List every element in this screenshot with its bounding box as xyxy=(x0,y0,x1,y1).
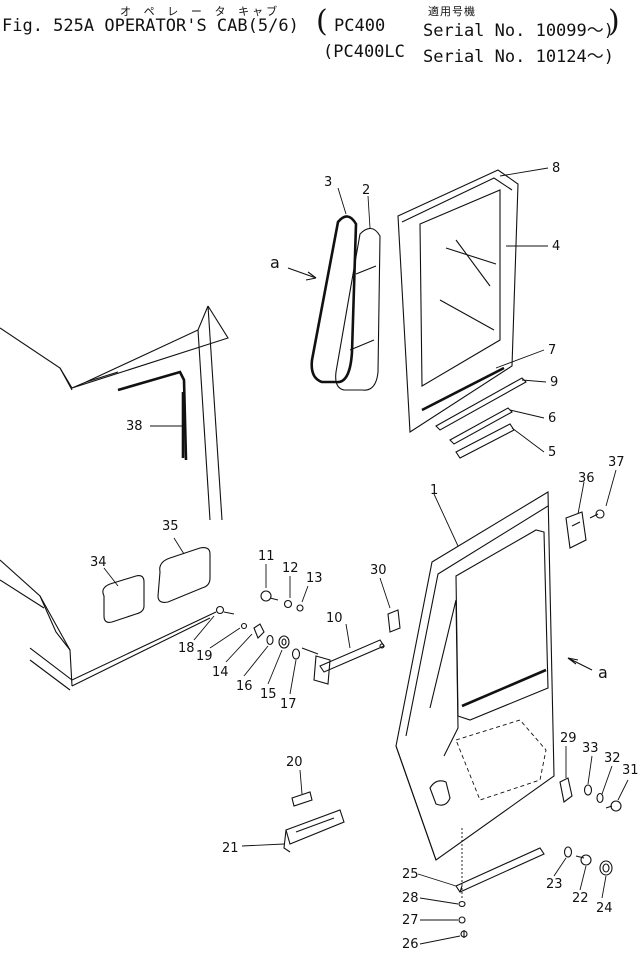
cab-pad-35 xyxy=(157,547,211,603)
callout-18: 18 xyxy=(178,641,195,656)
striker-29 xyxy=(559,777,573,803)
washer-27 xyxy=(458,916,466,924)
rod-assy-10 xyxy=(301,639,385,685)
callout-31: 31 xyxy=(622,763,639,778)
applicable-models-label: 適用号機 xyxy=(428,5,476,18)
window-glass-4 xyxy=(419,189,501,387)
callout-35: 35 xyxy=(162,519,179,534)
model-pc400: PC400 xyxy=(334,16,386,36)
quarter-window-glass-2 xyxy=(335,227,381,391)
callout-27: 27 xyxy=(402,913,419,928)
washer-12 xyxy=(283,599,293,609)
bracket-21 xyxy=(283,809,345,853)
callout-5: 5 xyxy=(548,445,556,460)
bolt-31 xyxy=(605,800,622,812)
view-arrow-a-left xyxy=(287,267,317,281)
view-arrow-a-right xyxy=(567,657,593,671)
callout-4: 4 xyxy=(552,239,560,254)
callout-16: 16 xyxy=(236,679,253,694)
cab-body xyxy=(0,305,229,691)
bracket-close: ) xyxy=(608,4,620,39)
callout-30: 30 xyxy=(370,563,387,578)
callout-13: 13 xyxy=(306,571,323,586)
callout-7: 7 xyxy=(548,343,556,358)
callout-22: 22 xyxy=(572,891,589,906)
figure-title: Fig. 525A OPERATOR'S CAB(5/6) xyxy=(2,16,299,36)
callout-2: 2 xyxy=(362,183,370,198)
cab-strip-38 xyxy=(117,370,188,461)
bolt-18 xyxy=(215,605,235,615)
callout-15: 15 xyxy=(260,687,277,702)
window-seal-8 xyxy=(397,169,519,433)
cap-24 xyxy=(599,860,613,876)
callout-37: 37 xyxy=(608,455,625,470)
callout-23: 23 xyxy=(546,877,563,892)
bolt-37 xyxy=(589,509,605,519)
strip-6 xyxy=(449,407,513,445)
washer-28 xyxy=(458,900,466,908)
plate-30 xyxy=(387,609,401,633)
callout-9: 9 xyxy=(550,375,558,390)
washer-16 xyxy=(266,634,274,646)
callout-34: 34 xyxy=(90,555,107,570)
model-pc400lc: (PC400LC xyxy=(323,42,405,62)
callout-32: 32 xyxy=(604,751,621,766)
callout-25: 25 xyxy=(402,867,419,882)
screw-26 xyxy=(460,930,468,938)
callout-10: 10 xyxy=(326,611,343,626)
callout-33: 33 xyxy=(582,741,599,756)
serial-pc400: Serial No. 10099～) xyxy=(423,21,614,41)
callout-11: 11 xyxy=(258,549,275,564)
callout-19: 19 xyxy=(196,649,213,664)
view-label-a-left: a xyxy=(270,253,280,272)
stop-25 xyxy=(455,847,545,893)
bracket-open: ( xyxy=(316,4,328,39)
serial-pc400lc: Serial No. 10124～) xyxy=(423,47,614,67)
view-label-a-right: a xyxy=(598,663,608,682)
title-katakana: オ ペ レ ー タ キャブ xyxy=(120,5,281,18)
callout-14: 14 xyxy=(212,665,229,680)
callout-26: 26 xyxy=(402,937,419,952)
pad-20 xyxy=(291,791,313,807)
washer-19 xyxy=(240,622,248,630)
washer-17 xyxy=(291,648,301,660)
washer-33 xyxy=(583,784,593,796)
callout-3: 3 xyxy=(324,175,332,190)
cab-pad-34 xyxy=(102,575,145,623)
callout-36: 36 xyxy=(578,471,595,486)
nut-15 xyxy=(278,635,290,649)
bolt-11 xyxy=(260,590,279,602)
callout-12: 12 xyxy=(282,561,299,576)
washer-23 xyxy=(563,846,573,858)
callout-28: 28 xyxy=(402,891,419,906)
callout-21: 21 xyxy=(222,841,239,856)
callout-29: 29 xyxy=(560,731,577,746)
callout-17: 17 xyxy=(280,697,297,712)
washer-13 xyxy=(296,604,304,612)
callout-24: 24 xyxy=(596,901,613,916)
callout-20: 20 xyxy=(286,755,303,770)
leader-lines xyxy=(103,167,629,945)
hinge-36 xyxy=(565,511,587,549)
strip-9 xyxy=(435,377,527,431)
callout-6: 6 xyxy=(548,411,556,426)
callout-38: 38 xyxy=(126,419,143,434)
callout-8: 8 xyxy=(552,161,560,176)
washer-32 xyxy=(596,792,604,804)
bolt-22 xyxy=(575,854,592,866)
strip-7 xyxy=(421,366,505,412)
door-panel-1 xyxy=(395,491,555,861)
callout-1: 1 xyxy=(430,483,438,498)
latch-14 xyxy=(253,623,265,639)
strip-5 xyxy=(455,423,515,459)
quarter-window-seal-3 xyxy=(310,215,358,384)
